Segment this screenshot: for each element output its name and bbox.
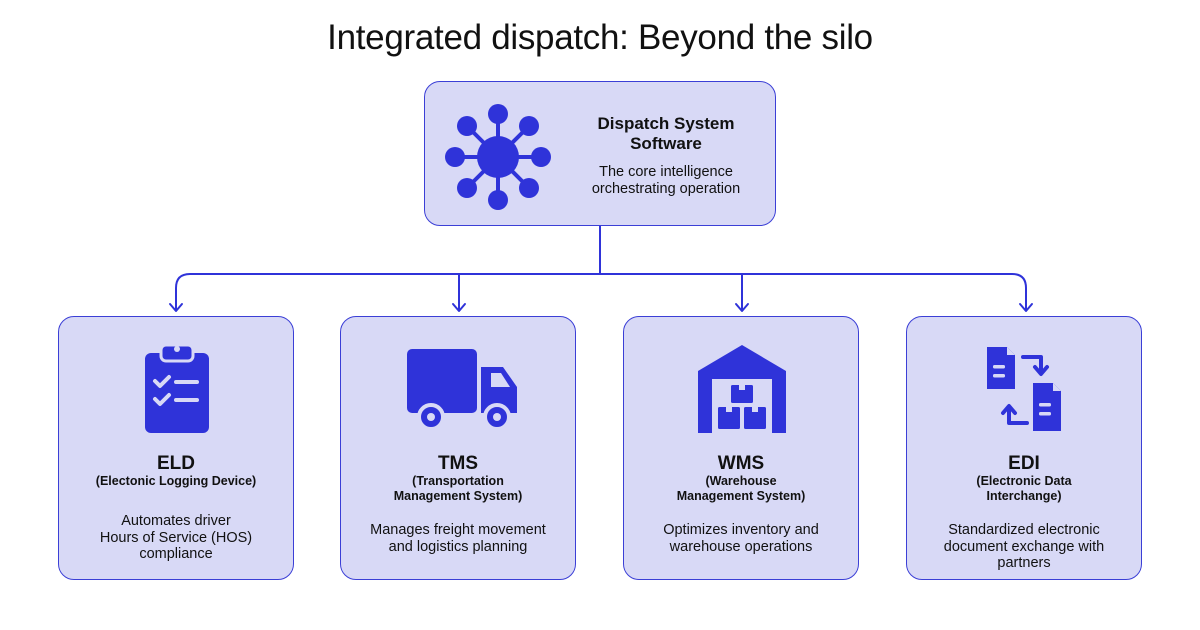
tms-card: TMS (Transportation Management System) M… <box>340 316 576 580</box>
tms-subtitle: (Transportation Management System) <box>349 474 567 504</box>
core-desc-line: The core intelligence <box>599 164 733 180</box>
wms-card: WMS (Warehouse Management System) Optimi… <box>623 316 859 580</box>
wms-subtitle-line: (Warehouse <box>705 474 777 488</box>
edi-subtitle-line: (Electronic Data <box>976 474 1072 488</box>
document-exchange-icon <box>975 341 1075 435</box>
tms-subtitle-line: (Transportation <box>412 474 504 488</box>
core-title: Dispatch System Software <box>575 114 757 154</box>
arrowhead-tms <box>452 303 466 312</box>
tms-desc-line: Manages freight movement <box>370 522 546 538</box>
arrowhead-eld <box>169 303 183 312</box>
wms-desc-line: Optimizes inventory and <box>663 522 819 538</box>
core-description: The core intelligence orchestrating oper… <box>575 164 757 198</box>
clipboard-checklist-icon <box>127 341 227 435</box>
eld-title: ELD <box>157 453 195 474</box>
core-desc-line: orchestrating operation <box>591 181 741 197</box>
eld-desc-line: compliance <box>139 546 213 562</box>
wms-subtitle-line: Management System) <box>676 489 806 503</box>
eld-description: Automates driver Hours of Service (HOS) … <box>67 513 285 563</box>
tms-desc-line: and logistics planning <box>388 538 528 555</box>
branch-line <box>175 273 1027 311</box>
arrowhead-edi <box>1019 303 1033 312</box>
network-hub-icon <box>443 102 553 212</box>
edi-title: EDI <box>1008 453 1040 474</box>
diagram-title: Integrated dispatch: Beyond the silo <box>327 18 873 57</box>
edi-card: EDI (Electronic Data Interchange) Standa… <box>906 316 1142 580</box>
truck-icon <box>407 341 517 435</box>
tms-subtitle-line: Management System) <box>393 489 523 503</box>
eld-subtitle: (Electonic Logging Device) <box>67 474 285 489</box>
core-title-line: Software <box>630 134 702 153</box>
wms-description: Optimizes inventory and warehouse operat… <box>632 522 850 555</box>
eld-desc-line: Hours of Service (HOS) <box>99 529 253 546</box>
edi-subtitle-line: Interchange) <box>986 489 1062 503</box>
eld-card: ELD (Electonic Logging Device) Automates… <box>58 316 294 580</box>
tms-description: Manages freight movement and logistics p… <box>349 522 567 555</box>
core-title-line: Dispatch System <box>597 114 735 133</box>
edi-desc-line: partners <box>997 555 1051 571</box>
edi-subtitle: (Electronic Data Interchange) <box>915 474 1133 504</box>
warehouse-icon <box>692 341 792 435</box>
edi-description: Standardized electronic document exchang… <box>915 522 1133 572</box>
dispatch-system-card: Dispatch System Software The core intell… <box>424 81 776 226</box>
arrowhead-wms <box>735 303 749 312</box>
eld-desc-line: Automates driver <box>121 513 231 529</box>
tms-title: TMS <box>437 453 479 474</box>
wms-subtitle: (Warehouse Management System) <box>632 474 850 504</box>
wms-desc-line: warehouse operations <box>669 538 813 555</box>
edi-desc-line: Standardized electronic <box>948 522 1100 538</box>
edi-desc-line: document exchange with <box>943 538 1105 555</box>
eld-subtitle-line: (Electonic Logging Device) <box>95 474 257 488</box>
wms-title: WMS <box>717 453 765 474</box>
